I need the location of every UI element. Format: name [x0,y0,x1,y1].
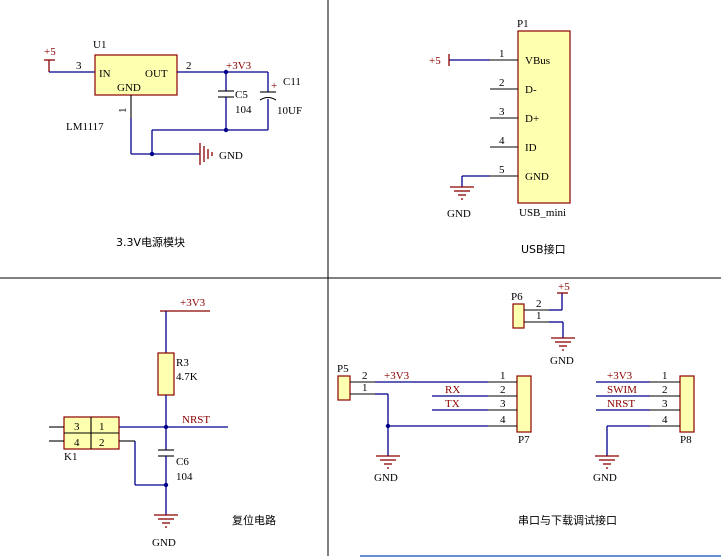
c11-plus: + [271,80,277,92]
c11-ref: C11 [283,76,301,88]
p8-ref: P8 [680,434,692,446]
serial-title: 串口与下载调试接口 [518,514,617,527]
u1-gnd-label: GND [117,82,141,94]
u1-in-label: IN [99,68,111,80]
k1-ref: K1 [64,451,77,463]
usb-ref: P1 [517,18,529,30]
p7-pin2: 2 [500,384,506,396]
usb-gnd-label: GND [447,208,471,220]
p8-body [679,375,695,433]
usb-pin5-name: GND [525,171,549,183]
p8-pin1: 1 [662,370,668,382]
p8-gnd-label: GND [593,472,617,484]
c5-val: 104 [235,104,252,116]
k1-pin4: 4 [74,437,80,449]
power-module: +5 3 U1 IN OUT GND LM1117 2 +3V3 1 C5 10… [44,39,302,249]
p8-net-vcc: +3V3 [607,370,633,382]
p6-pin2: 2 [536,298,542,310]
p8-pin2: 2 [662,384,668,396]
usb-pin5-num: 5 [499,164,505,176]
p5-gnd-label: GND [374,472,398,484]
reset-ground-symbol [154,514,178,528]
p7-body [516,375,532,433]
usb-pin1-num: 1 [499,48,505,60]
p8-pin4: 4 [662,414,668,426]
u1-pin2: 2 [186,60,192,72]
usb-pin4-name: ID [525,142,537,154]
p5-ref: P5 [337,363,349,375]
usb-vin-label: +5 [429,55,441,67]
usb-pin2-name: D- [525,84,537,96]
p7-pin1: 1 [500,370,506,382]
usb-pin3-num: 3 [499,106,505,118]
c11-val: 10UF [277,105,302,117]
u1-ref: U1 [93,39,106,51]
p6-pin1: 1 [536,310,542,322]
c6-val: 104 [176,471,193,483]
p8-net-nrst: NRST [607,398,635,410]
p8-net-swim: SWIM [607,384,637,396]
reset-module: +3V3 R3 4.7K NRST C6 104 3 1 4 2 K1 [49,297,276,549]
k1-pin2: 2 [99,437,105,449]
u1-out-label: OUT [145,68,168,80]
usb-ground-symbol [450,186,474,200]
power-ground-symbol [199,143,213,165]
p5-vcc-label: +3V3 [384,370,410,382]
r3-val: 4.7K [176,371,198,383]
p7-net-tx: TX [445,398,460,410]
usb-module: P1 1 VBus +5 2 D- 3 D+ 4 ID 5 GND [429,18,571,256]
power-gnd-label: GND [219,150,243,162]
k1-pin3: 3 [74,421,80,433]
usb-body [517,30,571,204]
u1-pin1: 1 [117,108,129,114]
reset-title: 复位电路 [232,513,276,527]
p6-body [512,303,525,329]
c5-ref: C5 [235,89,248,101]
reset-net-label: NRST [182,414,210,426]
usb-part: USB_mini [519,207,566,219]
c6-ref: C6 [176,456,189,468]
usb-pin3-name: D+ [525,113,539,125]
u1-body [94,54,178,96]
p6-gnd-label: GND [550,355,574,367]
p7-pin4: 4 [500,414,506,426]
r3-ref: R3 [176,357,189,369]
p5-body [337,375,351,401]
p7-net-rx: RX [445,384,460,396]
p8-pin3: 3 [662,398,668,410]
power-vin-label: +5 [44,46,56,58]
k1-pin1: 1 [99,421,105,433]
usb-title: USB接口 [521,243,566,256]
serial-module: P6 2 1 +5 GND P5 2 1 +3V3 [337,281,695,527]
usb-pin2-num: 2 [499,77,505,89]
p5-pin1: 1 [362,382,368,394]
u1-pin3: 3 [76,60,82,72]
reset-gnd-label: GND [152,537,176,549]
p7-pin3: 3 [500,398,506,410]
r3-body [157,352,175,396]
p6-vcc-label: +5 [558,281,570,293]
u1-part: LM1117 [66,121,104,133]
p8-ground-symbol [595,455,619,469]
p5-pin2: 2 [362,370,368,382]
p6-ground-symbol [551,337,575,351]
usb-pin1-name: VBus [525,55,550,67]
p6-ref: P6 [511,291,523,303]
usb-pin4-num: 4 [499,135,505,147]
reset-vcc-label: +3V3 [180,297,206,309]
p7-ref: P7 [518,434,530,446]
power-title: 3.3V电源模块 [116,235,185,249]
p5-ground-symbol [376,455,400,469]
power-vout-label: +3V3 [226,60,252,72]
